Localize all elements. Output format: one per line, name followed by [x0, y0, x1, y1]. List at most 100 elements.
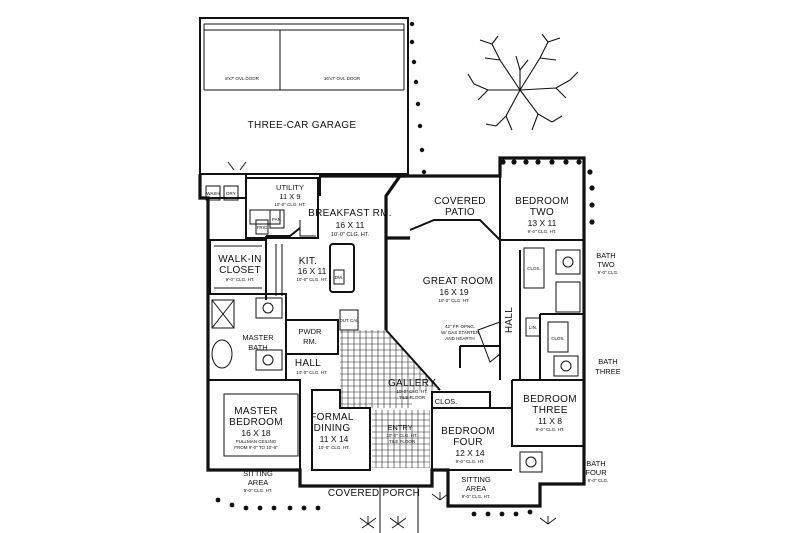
bedroom-three-line1: BEDROOM [523, 394, 577, 405]
great-room-note: 10'-0" CLG. HT. [438, 298, 469, 303]
utility-note: 10'-0" CLG. HT. [274, 202, 305, 207]
palm-icons [359, 492, 557, 529]
master-bath: MASTER BATH [208, 293, 287, 381]
breakfast-size: 16 X 11 [336, 220, 365, 230]
patio-line1: COVERED [434, 196, 486, 207]
master-bedroom-note2: FROM 9'-0" TO 10'-6" [234, 445, 278, 450]
bath-four-line1: BATH [586, 459, 605, 468]
covered-patio: COVERED PATIO [434, 196, 486, 218]
bedroom-two-line2: TWO [530, 207, 554, 218]
sitting-area-left: SITTING AREA 9'-0" CLG. HT. [243, 469, 273, 493]
bath-four-line2: FOUR [585, 468, 607, 477]
kitchen-label: KIT. [299, 256, 317, 267]
bath-two: CLOS. BATH TWO 9'-0" CLG. [523, 247, 619, 313]
great-room-size: 16 X 19 [439, 287, 469, 297]
clos-label: CLOS. [435, 397, 458, 406]
gallery-label: GALLERY [388, 378, 436, 389]
sitting-left-line1: SITTING [243, 469, 273, 478]
breakfast-note: 10'-0" CLG. HT. [331, 232, 370, 238]
shrubs-garage-right [409, 21, 427, 175]
hall-left-note: 10'-0" CLG. HT. [296, 370, 327, 375]
dryer-label: DRY [226, 191, 235, 196]
kitchen-note: 10'-0" CLG. HT. [296, 277, 327, 282]
sitting-right-line1: SITTING [461, 475, 491, 484]
bedroom-two-line1: BEDROOM [515, 196, 569, 207]
entry-note2: TILE FLOOR [389, 439, 416, 444]
out-cal-label: OUT CAL [339, 318, 359, 323]
bath-two-note: 9'-0" CLG. [598, 270, 619, 275]
gallery-note1: 10'-0" CLG. HT. [396, 389, 427, 394]
utility-label: UTILITY [276, 183, 304, 192]
bedroom-three-note: 9'-0" CLG. HT. [536, 427, 565, 432]
bedroom-four-size: 12 X 14 [455, 448, 485, 458]
master-bath-line1: MASTER [242, 333, 274, 342]
pwdr-line1: PWDR [299, 327, 322, 336]
gallery-tile-floor [340, 329, 441, 408]
sitting-right-note: 9'-0" CLG. HT. [462, 494, 491, 499]
shrubs-bottom [215, 497, 533, 517]
walkway [379, 486, 419, 533]
fp-note2: W/ GAS STARTER [441, 330, 480, 335]
dw-label: DW. [335, 275, 344, 280]
bedroom-four-note: 9'-0" CLG. HT. [456, 459, 485, 464]
bath-two-line2: TWO [597, 260, 615, 269]
sitting-right-line2: AREA [466, 484, 486, 493]
garage: 8'x7' OVL DOOR 16'x7' OVL DOOR THREE-CAR… [199, 17, 409, 175]
dining-line2: DINING [314, 423, 351, 434]
entry: ENTRY 10'-0" CLG. HT. TILE FLOOR [372, 410, 430, 468]
utility-room: WASH DRY UTILITY 11 X 9 10'-0" CLG. HT. [205, 161, 319, 239]
formal-dining: FORMAL DINING 11 X 14 10'-0" CLG. HT. [310, 389, 371, 471]
breakfast-label: BREAKFAST RM. [308, 208, 392, 219]
walkin-line2: CLOSET [219, 265, 261, 276]
clos-bedroom-four: CLOS. [431, 391, 491, 409]
great-room: GREAT ROOM 16 X 19 10'-0" CLG. HT. 42" F… [384, 219, 501, 380]
great-room-label: GREAT ROOM [423, 276, 493, 287]
bedroom-three-size: 11 X 8 [538, 416, 562, 426]
bedroom-four-line1: BEDROOM [441, 426, 495, 437]
fp-note3: AND HEARTH [445, 336, 474, 341]
garage-door-right-label: 16'x7' OVL DOOR [324, 76, 361, 81]
garage-label: THREE-CAR GARAGE [248, 120, 357, 131]
clos-b2-label: CLOS. [527, 266, 541, 271]
bath-three-line1: BATH [598, 357, 617, 366]
sitting-left-line2: AREA [248, 478, 268, 487]
kitchen-size: 16 X 11 [298, 266, 327, 276]
pwdr-line2: RM. [303, 337, 317, 346]
walk-in-closet: WALK-IN CLOSET 9'-0" CLG. HT. [209, 239, 267, 295]
bedroom-two-size: 13 X 11 [528, 218, 557, 228]
master-bedroom-line1: MASTER [234, 406, 277, 417]
bedroom-three-line2: THREE [532, 405, 567, 416]
entry-label: ENTRY [387, 423, 412, 432]
hall-left: HALL 10'-0" CLG. HT. [295, 358, 328, 375]
dining-note: 10'-0" CLG. HT. [318, 445, 349, 450]
bath-three-line2: THREE [595, 367, 620, 376]
tree-icon [467, 33, 579, 131]
master-bedroom-size: 16 X 18 [241, 428, 271, 438]
bath-four-note: 9'-0" CLG. [588, 478, 609, 483]
breakfast-room: BREAKFAST RM. 16 X 11 10'-0" CLG. HT. [308, 208, 392, 238]
dining-size: 11 X 14 [320, 434, 349, 444]
bath-three: CLOS. BATH THREE [539, 313, 621, 381]
garage-door-left-label: 8'x7' OVL DOOR [225, 76, 260, 81]
powder-room: PWDR RM. OUT CAL [285, 309, 359, 355]
bath-two-line1: BATH [596, 251, 615, 260]
sitting-area-right: SITTING AREA 9'-0" CLG. HT. [461, 475, 491, 499]
hall-right-label: HALL [504, 307, 515, 333]
wash-label: WASH [206, 191, 219, 196]
entry-note1: 10'-0" CLG. HT. [386, 433, 417, 438]
bath-four: BATH FOUR 9'-0" CLG. [519, 451, 609, 483]
frig-label: FRIG [257, 225, 268, 230]
bedroom-four-line2: FOUR [453, 437, 483, 448]
hall-left-label: HALL [295, 358, 321, 369]
fp-note1: 42" FP. OPNG. [445, 324, 475, 329]
shrubs-top-right [500, 159, 595, 225]
master-bedroom-note1: PULLMAN CEILING [236, 439, 277, 444]
lin-label: LIN. [529, 325, 537, 330]
dining-line1: FORMAL [310, 412, 354, 423]
bedroom-two: BEDROOM TWO 13 X 11 9'-0" CLG. HT. [499, 176, 584, 241]
gallery-note2: TILE FLOOR [399, 395, 426, 400]
covered-porch-label: COVERED PORCH [328, 488, 420, 499]
covered-porch: COVERED PORCH [328, 488, 420, 499]
master-bedroom: MASTER BEDROOM 16 X 18 PULLMAN CEILING F… [208, 379, 301, 470]
